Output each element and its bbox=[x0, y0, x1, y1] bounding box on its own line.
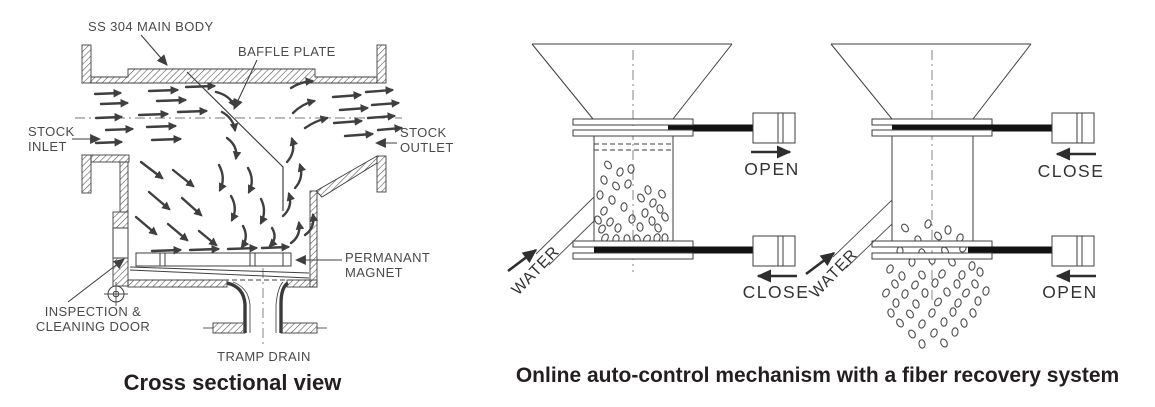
valve-diagram-2: CLOSE OPEN WATER bbox=[805, 43, 1105, 349]
label-baffle-plate: BAFFLE PLATE bbox=[238, 44, 336, 59]
label-tramp-drain: TRAMP DRAIN bbox=[217, 349, 311, 364]
pipe bbox=[891, 136, 974, 241]
vessel-walls bbox=[81, 44, 387, 288]
label-leaders bbox=[67, 34, 397, 303]
top-valve-state-label: OPEN bbox=[744, 159, 800, 179]
funnel bbox=[531, 43, 733, 120]
door-panel bbox=[112, 227, 129, 259]
top-wall bbox=[90, 68, 378, 84]
right-caption: Online auto-control mechanism with a fib… bbox=[515, 364, 1120, 387]
top-right-flange bbox=[376, 44, 387, 84]
fiber-particles bbox=[882, 219, 990, 349]
label-inspection-door-1: INSPECTION & bbox=[45, 304, 142, 319]
label-stock-outlet-1: STOCK bbox=[400, 125, 447, 140]
slide-plate bbox=[668, 124, 780, 132]
top-gate bbox=[871, 118, 1078, 137]
slide-plate bbox=[594, 246, 778, 254]
magnet-tray bbox=[129, 266, 310, 279]
top-actuator bbox=[752, 112, 796, 144]
drain-flange-left bbox=[212, 322, 246, 334]
funnel bbox=[830, 43, 1032, 120]
label-main-body: SS 304 MAIN BODY bbox=[88, 19, 214, 34]
bottom-valve-state-label: OPEN bbox=[1042, 282, 1098, 302]
label-stock-outlet-2: OUTLET bbox=[400, 140, 454, 155]
water-inlet: WATER bbox=[507, 196, 595, 299]
slide-plate bbox=[892, 124, 1078, 132]
bottom-actuator bbox=[752, 235, 796, 267]
auto-control-diagram: OPEN CLOSE WATER bbox=[507, 43, 1105, 349]
bottom-wall-left bbox=[127, 279, 228, 288]
chamber-left-wall bbox=[119, 161, 129, 213]
outlet-sloped-wall bbox=[315, 155, 378, 198]
label-magnet-1: PERMANANT bbox=[345, 250, 430, 265]
bottom-valve-state-label: CLOSE bbox=[743, 282, 810, 302]
bottom-wall-right bbox=[286, 279, 318, 288]
flow-arrows bbox=[93, 77, 404, 255]
cross-section-diagram: SS 304 MAIN BODY BAFFLE PLATE STOCK INLE… bbox=[28, 19, 454, 364]
bottom-gate bbox=[572, 240, 778, 260]
valve-diagram-1: OPEN CLOSE WATER bbox=[507, 43, 810, 302]
inlet-lower-flange bbox=[81, 154, 92, 194]
top-valve-state-label: CLOSE bbox=[1038, 161, 1105, 181]
magnet-plate bbox=[135, 252, 292, 267]
fiber-particles bbox=[594, 160, 669, 244]
top-left-flange bbox=[81, 44, 92, 84]
water-inlet: WATER bbox=[805, 199, 893, 302]
chamber-right-wall bbox=[309, 190, 318, 288]
drain-flange-right bbox=[280, 322, 318, 334]
hinge-icon bbox=[104, 282, 128, 306]
top-gate bbox=[572, 118, 780, 137]
tramp-drain bbox=[203, 281, 327, 334]
baffle-plate-line bbox=[186, 71, 284, 211]
outlet-lower-flange bbox=[376, 155, 387, 193]
label-stock-inlet-2: INLET bbox=[28, 139, 67, 154]
bottom-actuator bbox=[1051, 235, 1095, 267]
label-inspection-door-2: CLEANING DOOR bbox=[36, 319, 150, 334]
left-caption: Cross sectional view bbox=[123, 370, 342, 395]
water-arrow-icon bbox=[805, 251, 836, 276]
top-actuator bbox=[1051, 112, 1095, 144]
bottom-gate bbox=[871, 240, 1078, 260]
slide-plate bbox=[968, 246, 1078, 254]
label-magnet-2: MAGNET bbox=[345, 265, 403, 280]
label-stock-inlet-1: STOCK bbox=[28, 124, 75, 139]
inlet-lower-wall bbox=[90, 154, 130, 163]
water-arrow-icon bbox=[507, 248, 538, 273]
inspection-door bbox=[112, 211, 129, 287]
pipe bbox=[593, 136, 674, 241]
